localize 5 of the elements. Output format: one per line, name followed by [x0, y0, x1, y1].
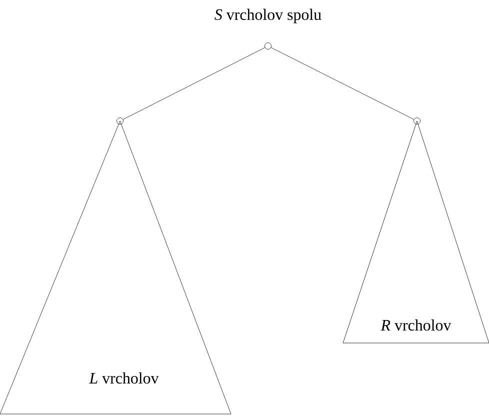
edge-line: [270, 47, 414, 120]
triangle: L vrcholov: [0, 120, 232, 414]
triangle: R vrcholov: [342, 120, 489, 344]
vertex-label: S vrcholov spolu: [214, 8, 322, 24]
edge-line: [122, 47, 266, 120]
